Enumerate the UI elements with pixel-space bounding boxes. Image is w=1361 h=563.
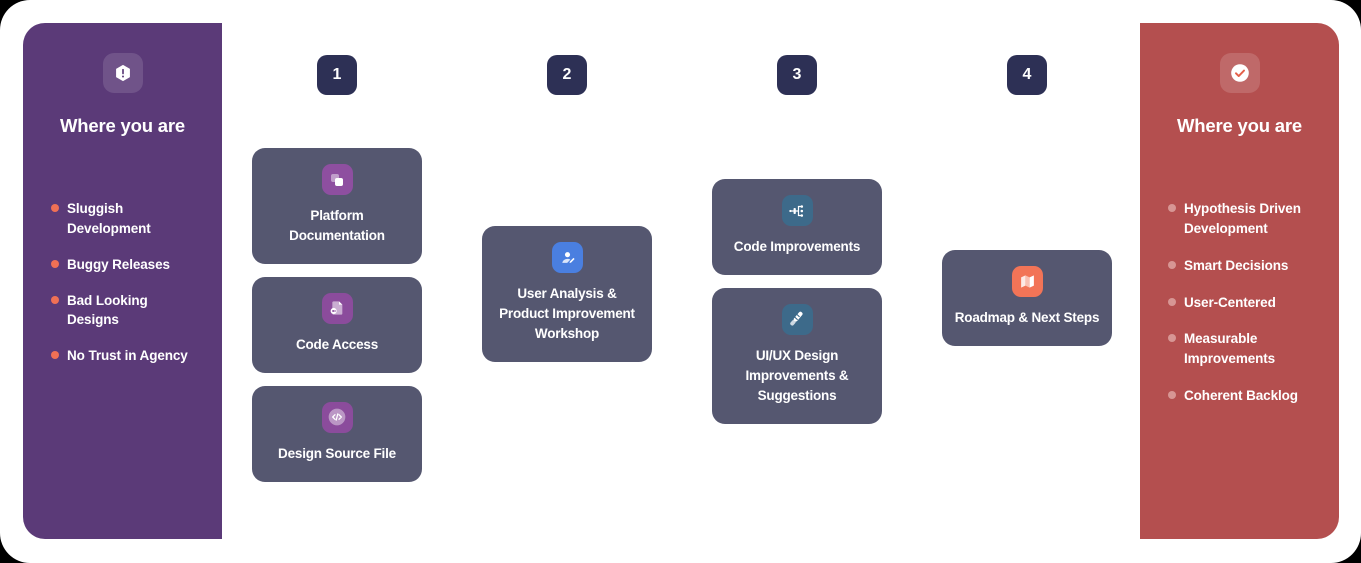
step-badge-2: 2 [547,55,587,95]
magic-wand-icon [781,303,813,335]
document-key-icon [321,292,353,324]
card-label: Code Improvements [733,239,861,254]
step-column-3: 3 Code Improvements [682,0,912,563]
map-icon [1011,266,1043,297]
left-panel-list: Sluggish Development Buggy Releases Bad … [23,199,222,382]
card-stack-2: User Analysis & Product Improvement Work… [482,226,652,362]
list-item: Hypothesis Driven Development [1168,199,1317,239]
list-item: Smart Decisions [1168,256,1317,276]
card-user-analysis-workshop[interactable]: User Analysis & Product Improvement Work… [482,226,652,362]
list-item: Bad Looking Designs [51,291,200,331]
card-code-access[interactable]: Code Access [252,276,422,373]
step-column-4: 4 Roadmap & Next Steps [912,0,1142,563]
steps-area: 1 Platform Documentation [222,0,1140,563]
card-label: Design Source File [278,445,396,461]
card-label: User Analysis & Product Improvement Work… [499,286,635,341]
list-item: Coherent Backlog [1168,386,1317,406]
list-item: No Trust in Agency [51,346,200,366]
card-design-source-file[interactable]: Design Source File [252,385,422,482]
step-badge-4: 4 [1007,55,1047,95]
card-label: Roadmap & Next Steps [954,310,1100,325]
step-badge-3: 3 [777,55,817,95]
card-stack-3: Code Improvements UI/UX Design Improveme… [712,179,882,424]
card-label: UI/UX Design Improvements & Suggestions [745,347,849,403]
sitemap-branch-icon [781,195,813,226]
copy-layers-icon [321,164,353,195]
card-roadmap-next-steps[interactable]: Roadmap & Next Steps [942,250,1112,346]
left-panel-where-you-are: Where you are Sluggish Development Buggy… [23,23,222,539]
list-item: Sluggish Development [51,199,200,239]
list-item: User-Centered [1168,293,1317,313]
card-stack-4: Roadmap & Next Steps [942,250,1112,346]
card-platform-documentation[interactable]: Platform Documentation [252,148,422,264]
check-circle-icon [1219,53,1260,93]
step-column-2: 2 User Analysis & Product Improvement Wo… [452,0,682,563]
card-stack-1: Platform Documentation Code Access [252,148,422,482]
step-badge-1: 1 [317,55,357,95]
right-panel-list: Hypothesis Driven Development Smart Deci… [1140,199,1339,423]
list-item: Measurable Improvements [1168,329,1317,369]
right-panel-title: Where you are [1177,115,1302,136]
card-label: Code Access [295,336,379,352]
right-panel-where-you-are: Where you are Hypothesis Driven Developm… [1140,23,1339,539]
left-panel-title: Where you are [60,115,185,136]
user-edit-icon [551,242,583,273]
card-code-improvements[interactable]: Code Improvements [712,179,882,275]
card-uiux-design-improvements[interactable]: UI/UX Design Improvements & Suggestions [712,287,882,424]
step-column-1: 1 Platform Documentation [222,0,452,563]
card-label: Platform Documentation [289,208,385,243]
alert-hexagon-icon [102,53,143,93]
list-item: Buggy Releases [51,255,200,275]
code-brackets-icon [321,401,353,433]
